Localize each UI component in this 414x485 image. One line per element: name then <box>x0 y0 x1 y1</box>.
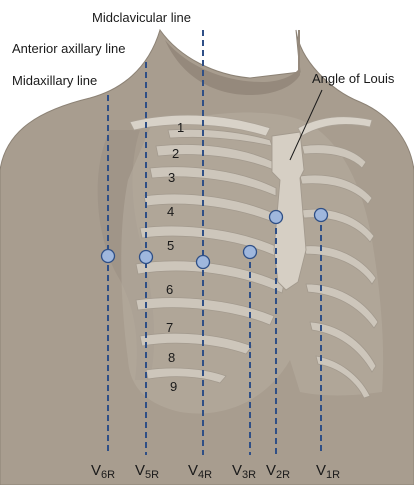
lead-letter: V <box>232 462 242 479</box>
lead-label-v6r: V6R <box>91 462 115 481</box>
electrode-v3r <box>244 246 257 259</box>
angle-of-louis-label: Angle of Louis <box>312 71 394 86</box>
rib-number: 8 <box>168 350 175 365</box>
lead-subscript: 2R <box>276 469 290 481</box>
lead-subscript: 4R <box>198 469 212 481</box>
electrode-v4r <box>197 256 210 269</box>
lead-label-v5r: V5R <box>135 462 159 481</box>
rib-number: 4 <box>167 204 174 219</box>
lead-letter: V <box>266 462 276 479</box>
lead-letter: V <box>91 462 101 479</box>
rib-number: 2 <box>172 146 179 161</box>
lead-label-v2r: V2R <box>266 462 290 481</box>
rib-number: 1 <box>177 120 184 135</box>
rib-number: 3 <box>168 170 175 185</box>
electrode-v1r <box>315 209 328 222</box>
lead-subscript: 6R <box>101 469 115 481</box>
electrode-v6r <box>102 250 115 263</box>
midclavicular-line-label: Midclavicular line <box>92 10 191 25</box>
lead-subscript: 5R <box>145 469 159 481</box>
rib-number: 9 <box>170 379 177 394</box>
rib-number: 7 <box>166 320 173 335</box>
electrode-v5r <box>140 251 153 264</box>
electrode-v2r <box>270 211 283 224</box>
anterior-axillary-line-label: Anterior axillary line <box>12 41 125 56</box>
midaxillary-line-label: Midaxillary line <box>12 73 97 88</box>
lead-letter: V <box>316 462 326 479</box>
lead-label-v4r: V4R <box>188 462 212 481</box>
lead-letter: V <box>188 462 198 479</box>
rib-number: 6 <box>166 282 173 297</box>
lead-letter: V <box>135 462 145 479</box>
lead-subscript: 3R <box>242 469 256 481</box>
lead-label-v1r: V1R <box>316 462 340 481</box>
lead-label-v3r: V3R <box>232 462 256 481</box>
lead-subscript: 1R <box>326 469 340 481</box>
rib-number: 5 <box>167 238 174 253</box>
